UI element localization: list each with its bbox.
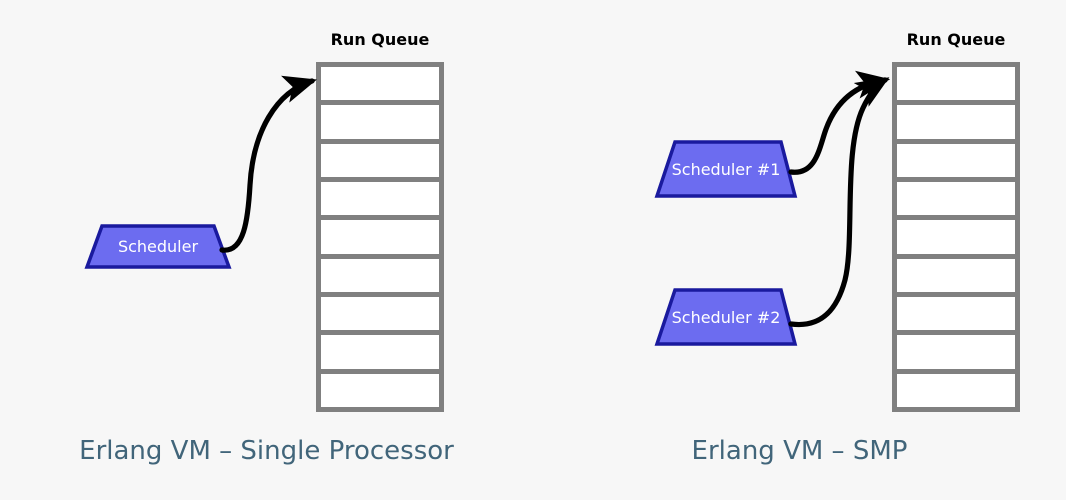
run-queue-cell[interactable] <box>321 105 439 144</box>
run-queue-cell[interactable] <box>897 181 1015 221</box>
run-queue-cell[interactable] <box>321 258 439 297</box>
trapezoid-shape <box>654 288 798 346</box>
run-queue-cell[interactable] <box>897 335 1015 374</box>
panel-caption: Erlang VM – SMP <box>691 436 908 466</box>
trapezoid-shape <box>84 224 232 269</box>
arrow-scheduler1-to-queue <box>788 70 891 175</box>
run-queue-cell[interactable] <box>897 67 1015 106</box>
run-queue-cell[interactable] <box>897 373 1015 407</box>
run-queue-cell[interactable] <box>897 296 1015 336</box>
arrow-layer <box>219 75 317 253</box>
scheduler-node-2[interactable]: Scheduler #2 <box>654 288 798 346</box>
panel-single-processor: Run Queue Scheduler <box>79 30 454 466</box>
run-queue-cell[interactable] <box>321 220 439 259</box>
run-queue-title: Run Queue <box>906 30 1006 49</box>
run-queue-cell[interactable] <box>321 373 439 407</box>
run-queue-cell[interactable] <box>897 258 1015 297</box>
panel-caption: Erlang VM – Single Processor <box>79 436 454 466</box>
run-queue-title: Run Queue <box>330 30 430 49</box>
run-queue-cell[interactable] <box>321 296 439 336</box>
trapezoid-shape <box>654 140 798 198</box>
run-queue-cell[interactable] <box>321 335 439 374</box>
run-queue-cell[interactable] <box>321 181 439 221</box>
arrow-scheduler-to-queue <box>219 75 317 253</box>
panel-smp: Run Queue Scheduler #1 Scheduler #2 <box>533 0 1066 500</box>
run-queue-cell[interactable] <box>897 143 1015 182</box>
run-queue-cell[interactable] <box>321 67 439 106</box>
scheduler-node-1[interactable]: Scheduler #1 <box>654 140 798 198</box>
run-queue-cell[interactable] <box>897 105 1015 144</box>
run-queue-cell[interactable] <box>321 143 439 182</box>
scheduler-node[interactable]: Scheduler <box>84 224 232 269</box>
run-queue <box>892 62 1020 412</box>
arrow-scheduler2-to-queue <box>788 77 890 328</box>
run-queue-cell[interactable] <box>897 220 1015 259</box>
run-queue <box>316 62 444 412</box>
